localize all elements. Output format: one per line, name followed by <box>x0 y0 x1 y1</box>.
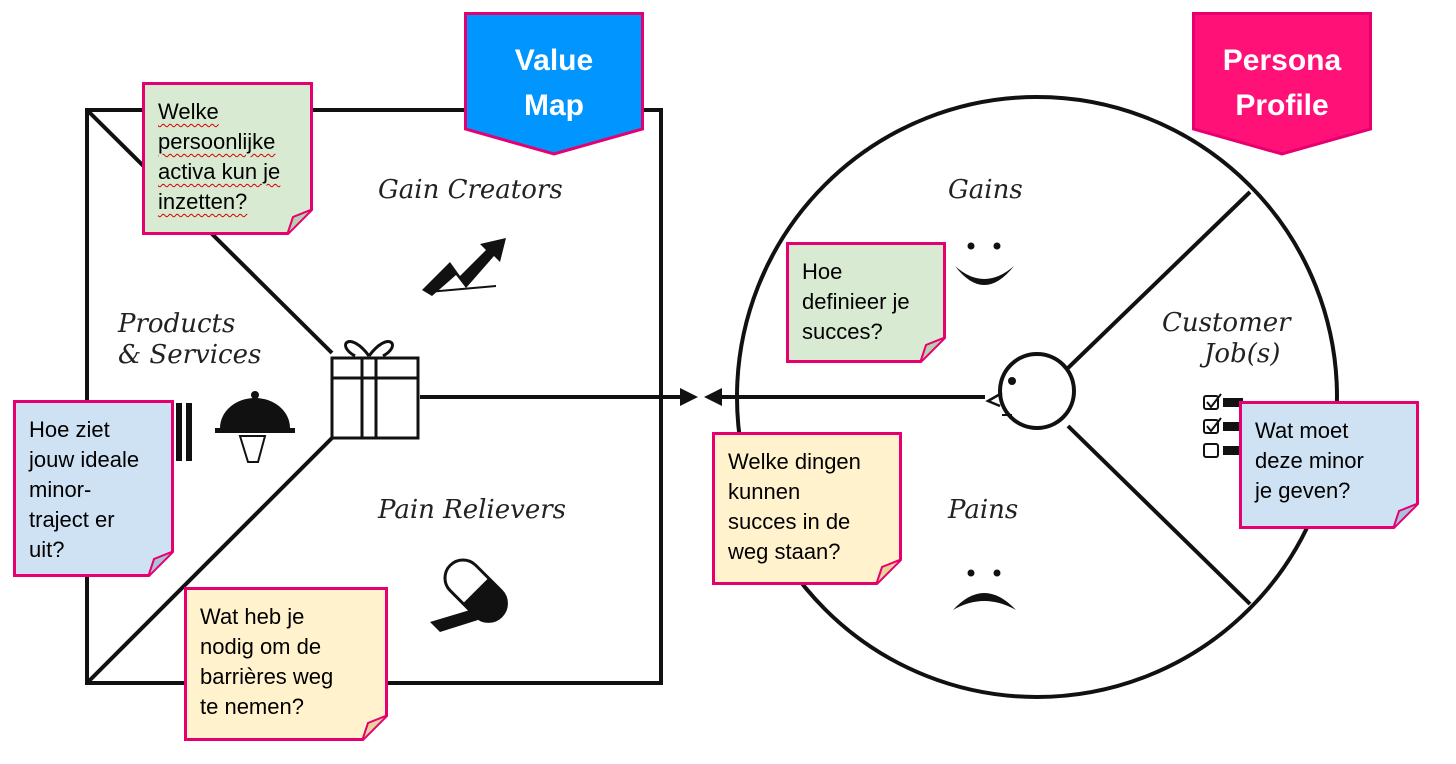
note-barriers-text: Wat heb je nodig om de barrières weg te … <box>200 604 334 719</box>
note-barriers: Wat heb je nodig om de barrières weg te … <box>184 587 388 741</box>
pill-icon <box>430 558 508 632</box>
frown-face-icon <box>953 569 1016 610</box>
checklist-icon <box>1203 393 1243 458</box>
note-obstacles-text: Welke dingen kunnen succes in de weg sta… <box>728 449 861 564</box>
arrow-head-right <box>680 388 698 406</box>
note-ideal-minor-text: Hoe ziet jouw ideale minor- traject er u… <box>29 417 140 562</box>
note-minor-give-text: Wat moet deze minor je geven? <box>1255 418 1364 503</box>
persona-profile-banner: Persona Profile <box>1192 12 1372 157</box>
fold-corner-icon <box>148 551 174 577</box>
value-map-title-line1: Value <box>514 44 594 77</box>
smile-face-icon <box>955 242 1014 285</box>
persona-profile-title-line2: Profile <box>1235 89 1329 122</box>
note-personal-assets-text: Welke persoonlijke activa kun je inzette… <box>158 99 281 214</box>
pains-label: Pains <box>947 495 1018 525</box>
gains-label: Gains <box>948 175 1023 205</box>
fold-corner-icon <box>920 337 946 363</box>
value-map-banner: Value Map <box>464 12 644 157</box>
fold-corner-icon <box>1393 503 1419 529</box>
customer-jobs-label-line1: Customer <box>1162 308 1292 338</box>
gain-creators-label: Gain Creators <box>378 175 563 205</box>
gift-icon <box>330 340 420 440</box>
products-services-label-line1: Products <box>117 309 235 339</box>
note-define-success: Hoe definieer je succes? <box>786 242 946 363</box>
fold-corner-icon <box>287 209 313 235</box>
person-head-icon <box>985 352 1076 430</box>
pain-relievers-label: Pain Relievers <box>377 495 566 525</box>
fold-corner-icon <box>362 715 388 741</box>
note-obstacles: Welke dingen kunnen succes in de weg sta… <box>712 432 902 585</box>
persona-circle <box>712 95 1339 699</box>
note-ideal-minor: Hoe ziet jouw ideale minor- traject er u… <box>13 400 174 577</box>
cloche-icon <box>176 391 295 463</box>
note-define-success-text: Hoe definieer je succes? <box>802 259 910 344</box>
arrow-head-left <box>704 388 722 406</box>
fold-corner-icon <box>876 559 902 585</box>
rising-arrow-icon <box>422 238 506 296</box>
value-map-title-line2: Map <box>524 89 584 122</box>
note-personal-assets: Welke persoonlijke activa kun je inzette… <box>142 82 313 235</box>
persona-profile-title-line1: Persona <box>1222 44 1342 77</box>
products-services-label-line2: & Services <box>118 340 261 370</box>
note-minor-give: Wat moet deze minor je geven? <box>1239 401 1419 529</box>
customer-jobs-label-line2: Job(s) <box>1199 339 1280 369</box>
